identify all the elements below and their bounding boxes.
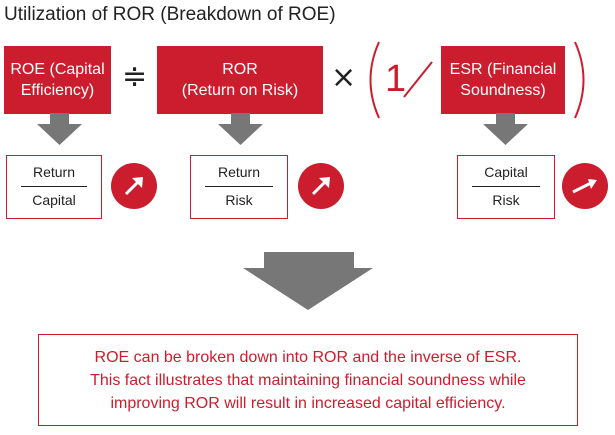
fraction-bar <box>205 186 273 187</box>
ror-box: ROR (Return on Risk) <box>157 46 323 114</box>
fraction-numerator: Capital <box>484 164 528 180</box>
approx-equal-operator: ≑ <box>122 59 148 94</box>
fraction-return-risk: Return Risk <box>190 155 288 219</box>
fraction-denominator: Risk <box>492 192 520 208</box>
fraction-numerator: Return <box>217 164 261 180</box>
right-parenthesis-icon <box>574 41 585 119</box>
big-down-arrow-icon <box>243 252 373 310</box>
fraction-bar <box>21 186 87 187</box>
roe-label: ROE (Capital Efficiency) <box>10 61 105 99</box>
down-arrow-icon <box>483 113 528 145</box>
multiply-operator: × <box>331 60 357 95</box>
fraction-return-capital: Return Capital <box>6 155 102 219</box>
trend-up-icon <box>298 163 344 209</box>
fraction-numerator: Return <box>32 164 76 180</box>
diagram-title: Utilization of ROR (Breakdown of ROE) <box>4 4 336 25</box>
roe-box: ROE (Capital Efficiency) <box>4 46 111 114</box>
down-arrow-icon <box>218 113 263 145</box>
down-arrow-icon <box>37 113 82 145</box>
fraction-denominator: Risk <box>225 192 253 208</box>
left-parenthesis-icon <box>369 41 380 119</box>
conclusion-box: ROE can be broken down into ROR and the … <box>38 334 578 426</box>
inverse-numerator: 1 <box>385 58 406 100</box>
esr-label: ESR (Financial Soundness) <box>449 61 557 99</box>
esr-box: ESR (Financial Soundness) <box>441 46 565 114</box>
ror-label: ROR (Return on Risk) <box>181 61 299 99</box>
fraction-denominator: Capital <box>32 192 76 208</box>
slash-icon <box>403 61 433 98</box>
fraction-bar <box>472 186 540 187</box>
trend-slightly-up-icon <box>562 163 608 209</box>
trend-up-icon <box>111 163 157 209</box>
fraction-capital-risk: Capital Risk <box>457 155 555 219</box>
conclusion-text: ROE can be broken down into ROR and the … <box>90 348 526 412</box>
